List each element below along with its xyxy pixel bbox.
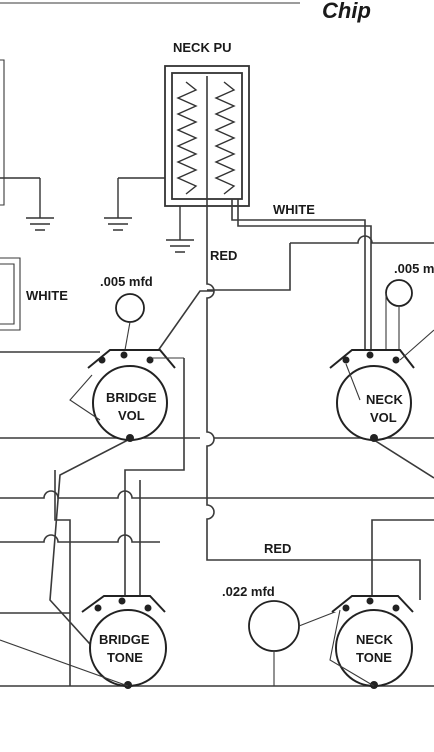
neck-tone-ground-link [329, 609, 375, 687]
cap-tone-label: .022 mfd [222, 584, 275, 599]
pot-neck-tone-line1: NECK [356, 632, 393, 647]
neck-tone-feed [371, 439, 434, 600]
white-lead [231, 199, 366, 355]
pot-bridge-tone-line1: BRIDGE [99, 632, 150, 647]
pot-neck-tone: NECK TONE [331, 595, 414, 689]
neck-vol-feed-wire [290, 235, 434, 244]
pot-neck-vol: NECK VOL [329, 329, 434, 442]
bridge-tone-feed-b [124, 358, 185, 600]
neck-pu-coil-right [214, 81, 236, 195]
left-cropped-outline [0, 59, 21, 331]
pot-neck-vol-line2: VOL [370, 410, 397, 425]
white-label-top: WHITE [273, 202, 315, 217]
white-label-left: WHITE [26, 288, 68, 303]
pot-bridge-vol-line1: BRIDGE [106, 390, 157, 405]
output-bus [0, 490, 434, 499]
ground-symbol [104, 177, 165, 231]
bridge-tone-ground-link [0, 639, 129, 687]
pot-neck-vol-line1: NECK [366, 392, 403, 407]
tone-bus [0, 534, 160, 543]
bridge-tone-feed-a [49, 439, 129, 687]
neck-vol-feed-wire-drop [207, 243, 291, 291]
red-label-top: RED [210, 248, 237, 263]
pot-neck-tone-line2: TONE [356, 650, 392, 665]
ground-symbol [166, 206, 194, 253]
neck-pu-label: NECK PU [173, 40, 232, 55]
bridge-tone-feed-c [54, 470, 71, 686]
cap-tone: .022 mfd [222, 584, 341, 686]
logo-text: Chip [322, 0, 371, 23]
bridge-vol-input-wire [154, 290, 214, 356]
cap-neck-vol-label: .005 m [394, 261, 434, 276]
neck-pickup: NECK PU [164, 40, 250, 220]
pot-bridge-tone: BRIDGE TONE [81, 595, 167, 689]
ground-symbol [0, 177, 54, 231]
pot-bridge-tone-line2: TONE [107, 650, 143, 665]
cap-bridge-vol: .005 mfd [100, 274, 153, 351]
neck-pu-coil-left [176, 81, 198, 195]
cap-neck-vol: .005 m [385, 261, 434, 355]
white-lead-outer [237, 199, 372, 355]
red-label-bottom: RED [264, 541, 291, 556]
cap-bridge-vol-label: .005 mfd [100, 274, 153, 289]
pot-bridge-vol-line2: VOL [118, 408, 145, 423]
pot-bridge-vol: BRIDGE VOL [69, 349, 176, 442]
